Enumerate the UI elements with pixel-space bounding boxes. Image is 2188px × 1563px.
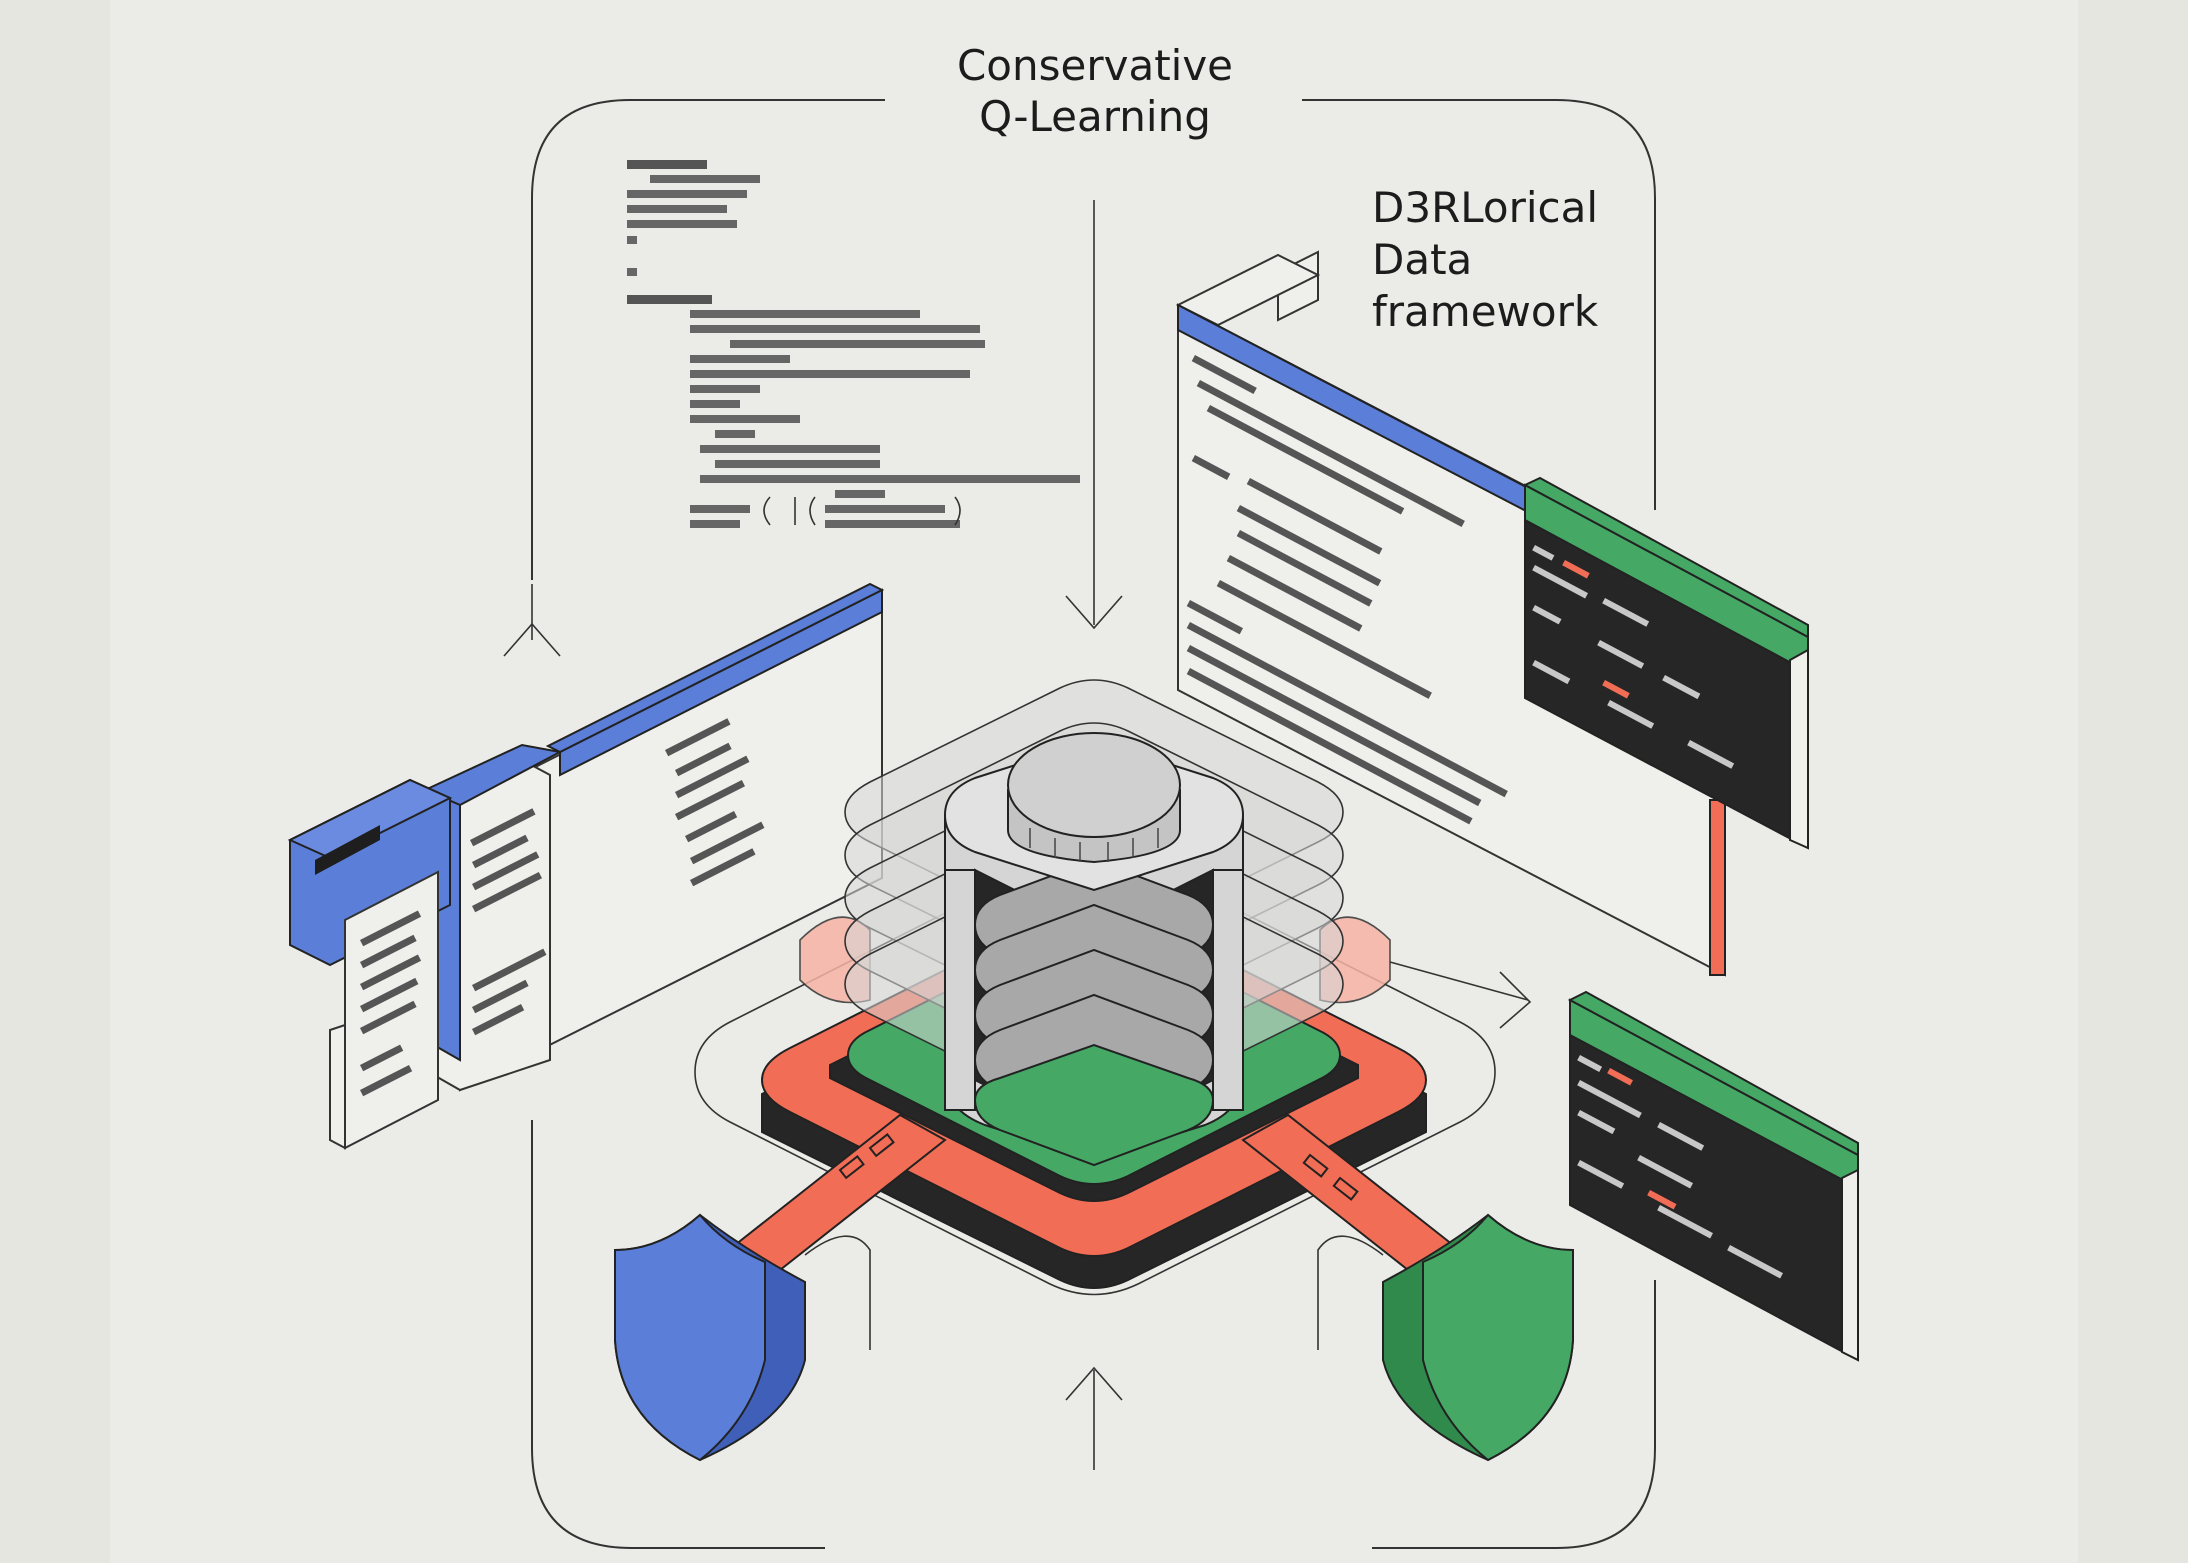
arrow-down-icon [1065, 200, 1123, 630]
right-code-window [1175, 250, 1726, 977]
cycle-frame [531, 99, 1656, 1549]
flow-arrows [503, 200, 1532, 1470]
terminal-window [1522, 476, 1809, 850]
database-cylinder-icon [943, 732, 1245, 1167]
title-line-1: Conservative [957, 41, 1233, 90]
side-label-line-3: framework [1372, 287, 1599, 336]
diagram-title: Conservative Q-Learning [957, 41, 1233, 141]
arrow-right-icon [1389, 961, 1532, 1029]
terminal-window [1567, 990, 1859, 1362]
arrow-up-icon [503, 584, 561, 657]
shield-icon [614, 1213, 806, 1462]
shield-icon [1382, 1213, 1574, 1462]
side-label-line-1: D3RLorical [1372, 183, 1598, 232]
side-label-line-2: Data [1372, 235, 1472, 284]
arrow-up-icon [1065, 1366, 1123, 1470]
left-code-window [287, 582, 885, 1150]
side-label: D3RLorical Data framework [1372, 183, 1599, 336]
title-line-2: Q-Learning [979, 92, 1211, 141]
code-snippet [627, 160, 1080, 528]
